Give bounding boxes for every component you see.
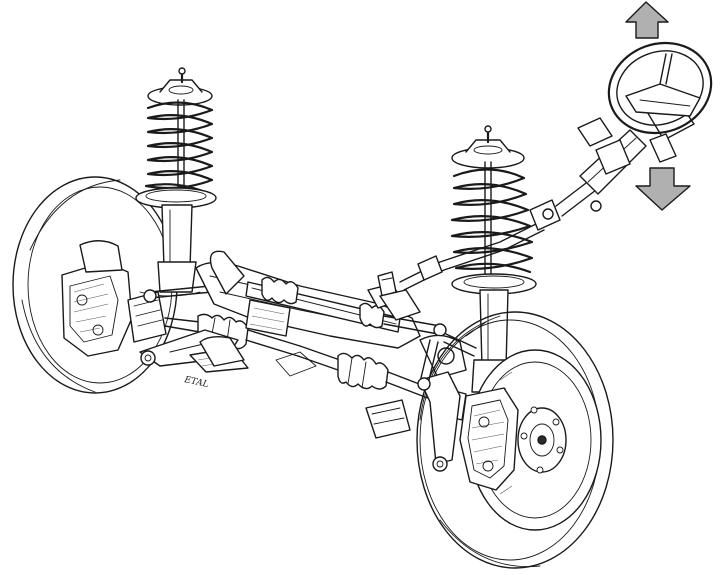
steering-wheel [607, 41, 713, 135]
right-coil-spring [450, 168, 534, 274]
right-lower-arm [417, 339, 461, 472]
left-coil-spring [144, 101, 214, 196]
steering-rack [245, 271, 447, 337]
mount-bracket [365, 289, 467, 439]
subframe [195, 250, 421, 377]
left-strut [135, 67, 217, 297]
steering-shaft [399, 179, 602, 291]
left-tie-rod [143, 285, 213, 303]
right-tie-rod [443, 321, 487, 357]
right-wheel [416, 311, 614, 569]
artist-signature: ETAL [182, 375, 209, 390]
adjust-down-arrow [635, 167, 691, 211]
left-brake-caliper [61, 240, 133, 357]
adjust-up-arrow [625, 1, 669, 39]
right-brake-caliper [459, 387, 519, 491]
